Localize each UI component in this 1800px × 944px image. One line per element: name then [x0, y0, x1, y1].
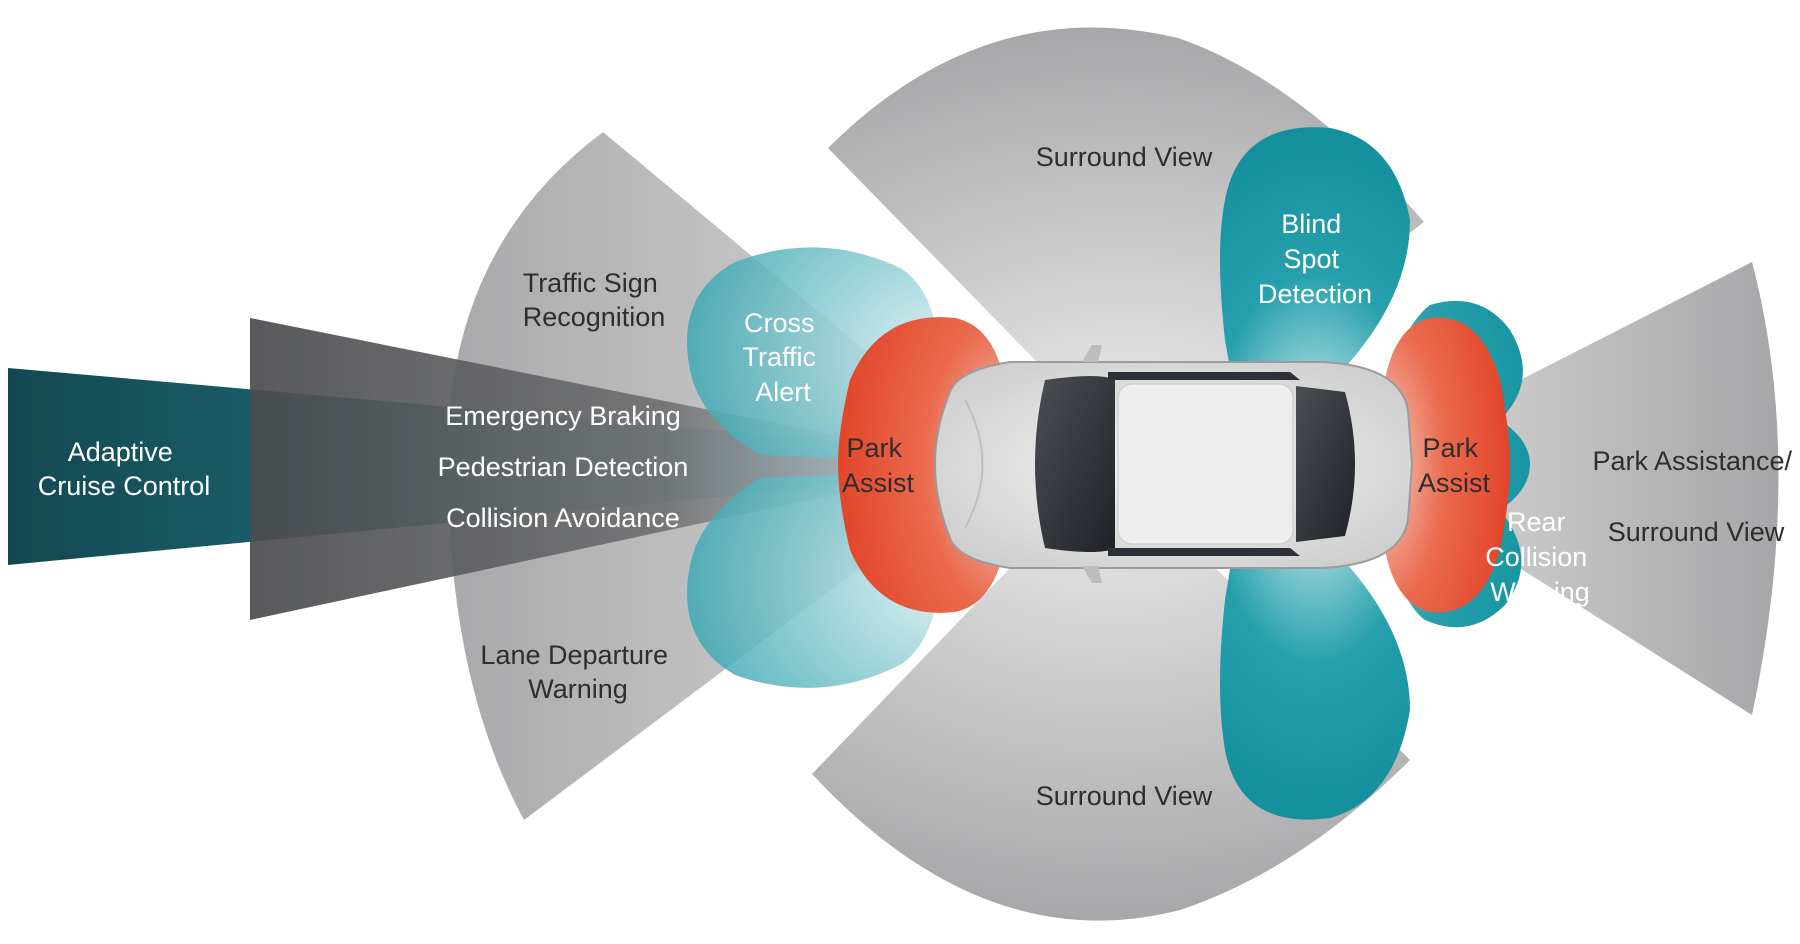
car-top-view	[933, 345, 1414, 583]
collision-avoidance-label: Collision Avoidance	[446, 503, 680, 533]
surround-view-bottom-label: Surround View	[1036, 781, 1213, 811]
cross-traffic-alert-label: Cross Traffic Alert	[742, 308, 823, 407]
rear-collision-warning-label: Rear Collision Warning	[1485, 507, 1595, 607]
surround-view-top-label: Surround View	[1036, 142, 1213, 172]
park-assist-rear-label: Park Assist	[1418, 433, 1491, 498]
lane-departure-warning-label: Lane Departure Warning	[480, 640, 675, 704]
pedestrian-detection-label: Pedestrian Detection	[438, 452, 689, 482]
park-assist-rear-zone	[1379, 317, 1510, 613]
emergency-braking-beam	[250, 318, 940, 620]
traffic-sign-recognition-label: Traffic Sign Recognition	[523, 268, 666, 332]
blind-spot-detection-label: Blind Spot Detection	[1258, 209, 1372, 309]
rear-camera-zone	[1355, 262, 1779, 715]
park-assistance-surround-view-label: Park Assistance/ Surround View	[1592, 446, 1799, 547]
emergency-braking-label: Emergency Braking	[445, 401, 681, 431]
park-assist-front-label: Park Assist	[842, 433, 915, 498]
adaptive-cruise-control-label: Adaptive Cruise Control	[38, 437, 211, 501]
